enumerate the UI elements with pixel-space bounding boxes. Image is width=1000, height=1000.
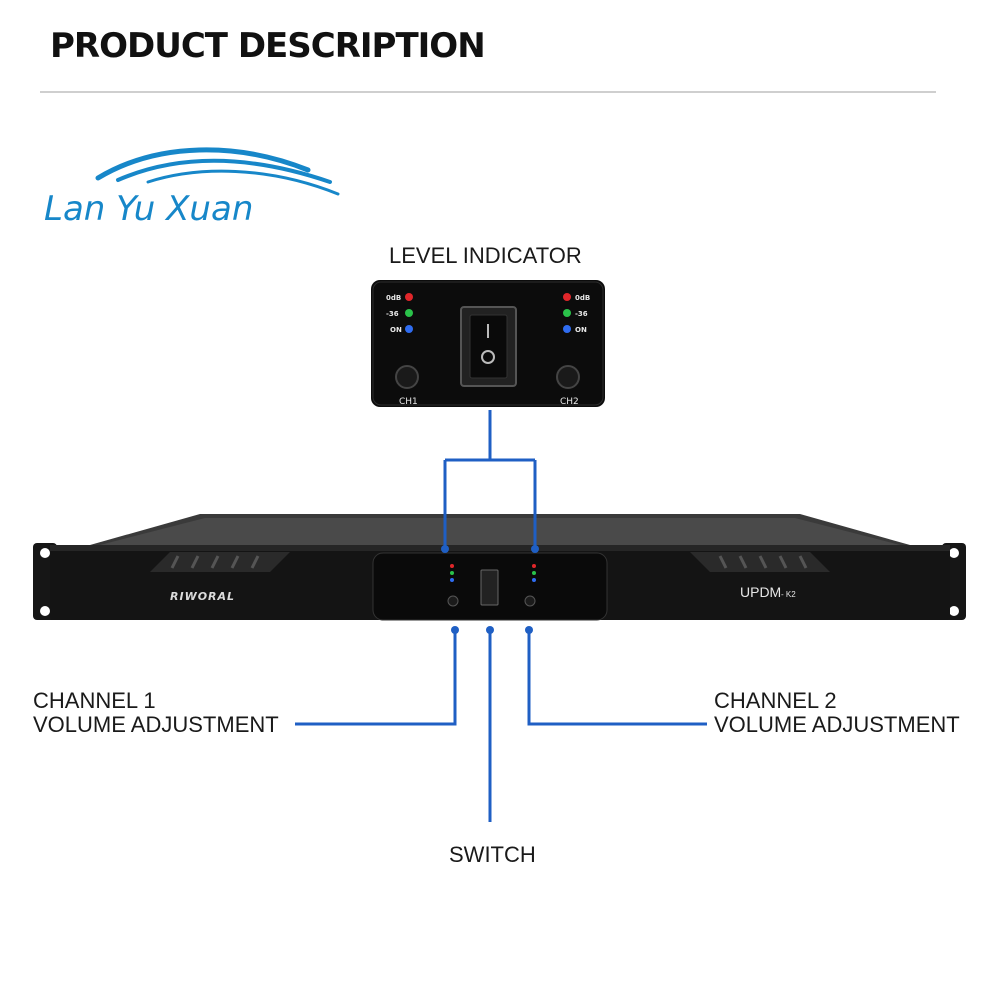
title-divider: [40, 91, 936, 93]
amp-model-suffix: - K2: [781, 590, 796, 599]
power-switch-rocker: [469, 314, 508, 379]
logo-text: Lan Yu Xuan: [44, 189, 253, 229]
right-led-green: [563, 309, 571, 317]
amplifier-unit: RIWORAL UPDM - K2: [33, 514, 966, 621]
amp-brand: RIWORAL: [170, 590, 235, 603]
right-led-blue: [563, 325, 571, 333]
right-led-red: [563, 293, 571, 301]
ch2-label: CH2: [560, 397, 579, 407]
right-level-on: ON: [575, 326, 587, 334]
switch-off-mark: [481, 350, 495, 364]
left-level-0db: 0dB: [386, 294, 401, 302]
left-led-blue: [405, 325, 413, 333]
right-level-36: -36: [575, 310, 588, 318]
logo-swoosh-3: [146, 169, 340, 196]
left-level-36: -36: [386, 310, 399, 318]
brand-logo: Lan Yu Xuan: [44, 147, 340, 229]
channel1-title: CHANNEL 1: [33, 688, 156, 713]
right-level-0db: 0dB: [575, 294, 590, 302]
ch2-connector: [527, 630, 707, 726]
ch1-volume-knob: [395, 365, 419, 389]
page-title: PRODUCT DESCRIPTION: [50, 26, 486, 66]
logo-swoosh-1: [95, 147, 311, 181]
logo-swoosh-2: [116, 158, 332, 184]
front-ch1-knob: [447, 595, 459, 607]
level-indicator-connector: [443, 410, 537, 549]
left-led-red: [405, 293, 413, 301]
left-level-on: ON: [390, 326, 402, 334]
front-ch2-knob: [524, 595, 536, 607]
front-switch: [480, 569, 499, 606]
callout-dots: [441, 545, 539, 634]
ch1-connector: [295, 630, 457, 726]
ch1-label: CH1: [399, 397, 418, 407]
right-vent: [690, 552, 830, 572]
channel1-subtitle: VOLUME ADJUSTMENT: [33, 712, 279, 737]
channel2-subtitle: VOLUME ADJUSTMENT: [714, 712, 960, 737]
channel2-callout: CHANNEL 2 VOLUME ADJUSTMENT: [714, 689, 960, 737]
left-led-green: [405, 309, 413, 317]
switch-callout: SWITCH: [449, 842, 536, 867]
channel2-title: CHANNEL 2: [714, 688, 837, 713]
panel-closeup: 0dB -36 ON 0dB -36 ON CH1 CH2: [371, 280, 605, 407]
left-vent: [150, 552, 290, 572]
amp-model: UPDM: [740, 584, 781, 600]
level-indicator-label: LEVEL INDICATOR: [389, 243, 582, 268]
callout-lines: [295, 410, 707, 822]
ch2-volume-knob: [556, 365, 580, 389]
channel1-callout: CHANNEL 1 VOLUME ADJUSTMENT: [33, 689, 279, 737]
